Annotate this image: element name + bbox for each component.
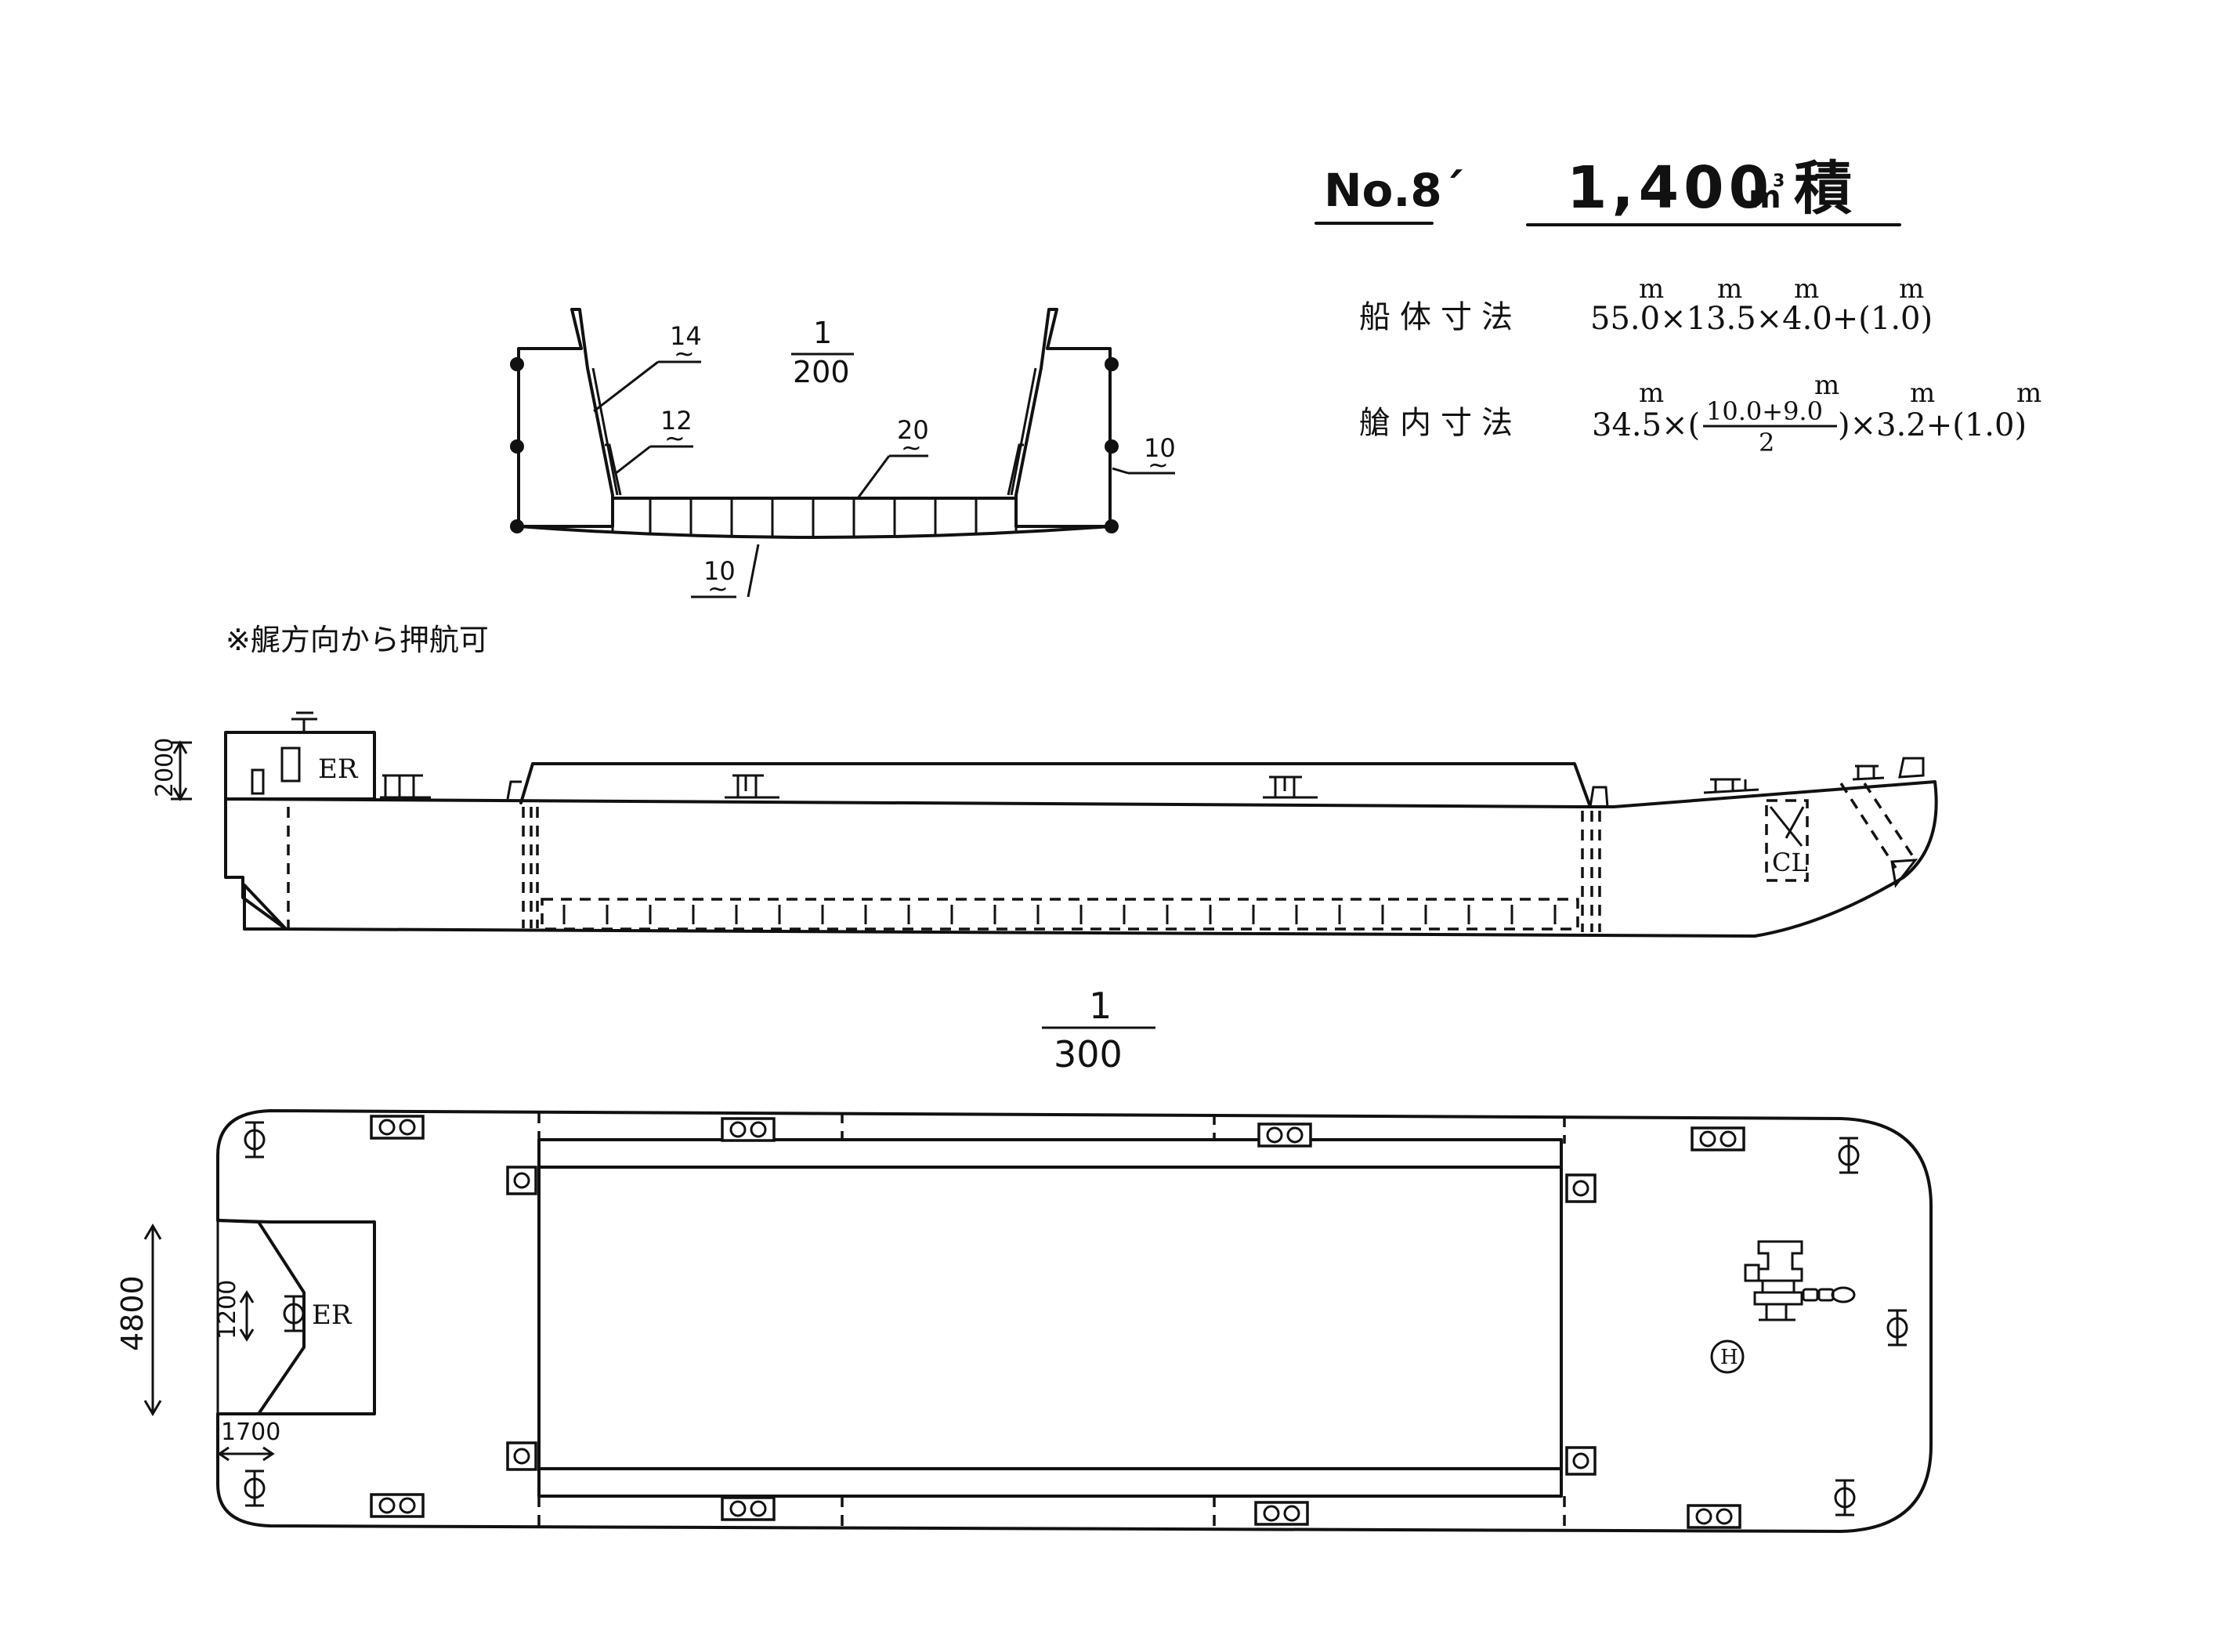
svg-text:~: ~ <box>707 573 729 603</box>
hold-unit-4: m <box>2016 378 2041 409</box>
dim-2000-label: 2000 <box>151 738 179 797</box>
side-er-label: ER <box>318 754 359 785</box>
hold-prefix: 34.5×( <box>1592 407 1700 443</box>
capacity-volume: 1,400 <box>1567 154 1774 222</box>
callout-14: 14 ~ <box>593 321 702 413</box>
svg-text:14: 14 <box>670 321 702 351</box>
capacity-unit: m <box>1748 179 1781 215</box>
hull-unit-1: m <box>1639 273 1664 305</box>
coaming-end-right <box>1589 786 1609 808</box>
double-bottom <box>541 898 1579 931</box>
side-view: ER <box>151 711 1938 938</box>
fenders <box>510 357 1119 533</box>
left-hopper-bracket <box>605 443 622 496</box>
dim-4800-label: 4800 <box>115 1275 150 1351</box>
section-scale-numerator: 1 <box>813 316 832 350</box>
side-bitt-mid1 <box>725 774 779 799</box>
left-inner-slope <box>591 367 619 496</box>
hawse-pipe-2 <box>1863 783 1917 861</box>
hold-unit-1: m <box>1639 378 1664 409</box>
hold-dimensions-label: 艙内寸法 <box>1359 405 1522 441</box>
cross-section: 1 200 14 ~ 12 ~ 20 ~ 10 ~ 10 <box>510 308 1176 603</box>
plan-scale-denominator: 300 <box>1054 1033 1123 1075</box>
side-bitt-mid2 <box>1263 775 1318 799</box>
plan-h-label: H <box>1720 1346 1738 1369</box>
hold-unit-2: m <box>1814 370 1839 401</box>
side-bitt-aft <box>380 774 431 799</box>
coaming-end-left <box>506 780 522 800</box>
hold-numerator: 10.0+9.0 <box>1706 396 1823 426</box>
section-scale-denominator: 200 <box>793 355 850 389</box>
hull-dimensions-label: 船体寸法 <box>1359 299 1522 335</box>
deckhouse-mast <box>291 711 317 732</box>
svg-text:~: ~ <box>901 432 922 462</box>
hull-unit-4: m <box>1899 273 1924 305</box>
plan-er-label: ER <box>312 1300 353 1331</box>
svg-text:~: ~ <box>674 338 695 368</box>
hull-unit-2: m <box>1717 273 1742 305</box>
side-cl-label: CL <box>1772 848 1808 877</box>
double-bottom-frames <box>562 905 1557 924</box>
plan-scale-numerator: 1 <box>1089 985 1112 1027</box>
side-hull <box>224 780 1938 938</box>
hold-suffix: )×3.2+(1.0) <box>1838 407 2027 443</box>
chain-locker <box>1765 799 1809 882</box>
hatch-outer <box>537 1138 1563 1498</box>
right-wing-tank <box>1014 308 1112 528</box>
stern-notch <box>216 1219 306 1415</box>
callout-12: 12 ~ <box>614 406 693 475</box>
drawing-number: No.8´ <box>1324 164 1465 217</box>
capacity-suffix: 積 <box>1794 155 1857 222</box>
hawse-pipe-1 <box>1839 783 1897 869</box>
svg-text:20: 20 <box>897 415 929 445</box>
side-bitt-bow1 <box>1703 778 1759 794</box>
plan-view: ER H 4800 1200 1700 <box>115 1109 1933 1533</box>
spec-block: 船体寸法 m m m m 55.0×13.5×4.0+(1.0) 艙内寸法 m … <box>1359 273 2041 457</box>
hatch-coaming <box>519 762 1592 808</box>
plan-hull-outline <box>216 1109 1933 1533</box>
pushing-note: ※艉方向から押航可 <box>226 623 489 657</box>
hull-unit-3: m <box>1794 273 1819 305</box>
hull-dimensions-value: 55.0×13.5×4.0+(1.0) <box>1590 301 1933 337</box>
svg-text:10: 10 <box>1144 433 1176 463</box>
hold-unit-3: m <box>1910 378 1935 409</box>
svg-text:~: ~ <box>1148 450 1169 479</box>
svg-text:~: ~ <box>664 423 685 453</box>
svg-text:12: 12 <box>660 406 693 436</box>
deckhouse-vent <box>251 768 265 795</box>
hold-denominator: 2 <box>1759 428 1774 457</box>
transom-wedge <box>243 884 287 931</box>
anchor-pocket <box>1890 859 1918 888</box>
callout-20: 20 ~ <box>856 415 929 499</box>
dim-1700-label: 1700 <box>221 1419 280 1446</box>
left-wing-tank <box>517 308 614 528</box>
windlass <box>1744 1240 1856 1321</box>
right-hopper-bracket <box>1007 443 1024 496</box>
right-inner-slope <box>1010 367 1037 496</box>
plan-bitts <box>370 1115 1745 1529</box>
floor-frames <box>611 498 1018 537</box>
plan-scale: 1 300 <box>1042 985 1155 1075</box>
callout-10-side: 10 ~ <box>1112 433 1176 479</box>
dim-1200-label: 1200 <box>214 1280 241 1339</box>
hatch-corner-fittings <box>506 1166 1597 1476</box>
deckhouse-door <box>280 746 301 783</box>
svg-text:10: 10 <box>703 556 736 586</box>
bottom-shell <box>517 525 1112 539</box>
hydrant-mark <box>1710 1339 1745 1374</box>
capacity-unit-sup: 3 <box>1773 172 1785 191</box>
callout-10-bottom: 10 ~ <box>691 544 760 603</box>
side-bitt-bow2 <box>1852 757 1925 781</box>
plan-chocks <box>244 1121 1908 1516</box>
title-block: No.8´ 1,400 m 3 積 <box>1315 154 1901 226</box>
